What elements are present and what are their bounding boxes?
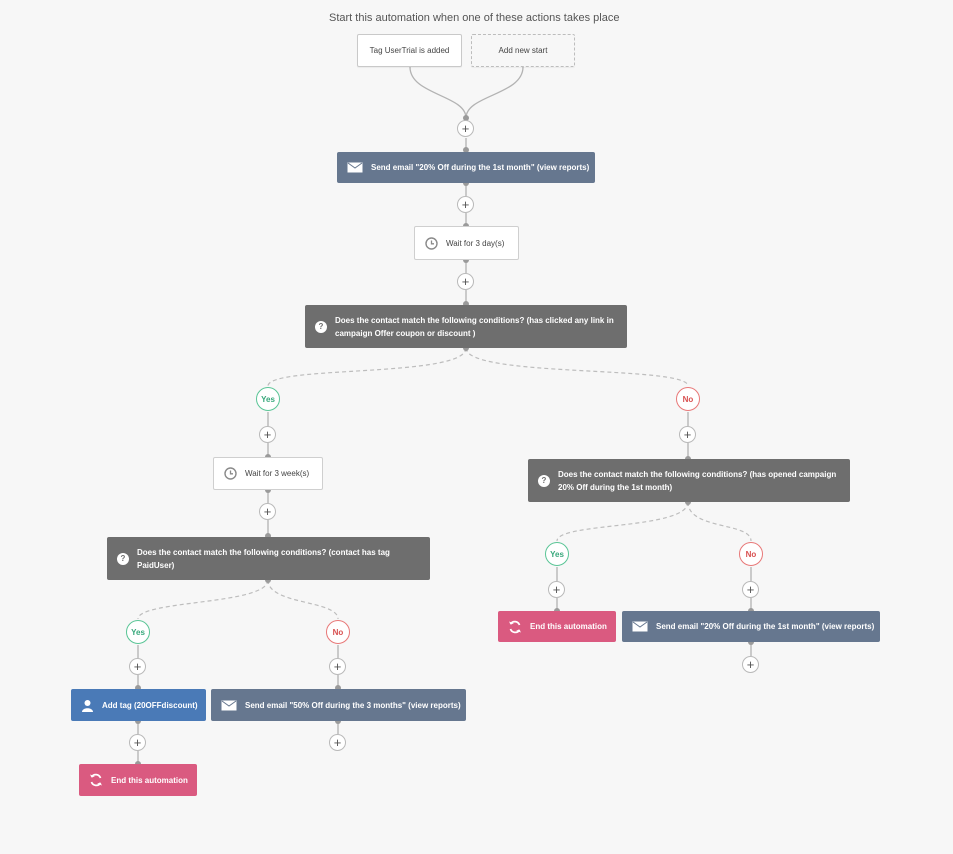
end-automation-label: End this automation <box>530 622 607 631</box>
add-new-start-button[interactable]: Add new start <box>471 34 575 67</box>
yes-branch-label: Yes <box>126 620 150 644</box>
clock-icon <box>425 236 438 250</box>
add-step-button[interactable]: + <box>329 658 346 675</box>
send-email-step[interactable]: Send email "20% Off during the 1st month… <box>337 152 595 183</box>
condition-step[interactable]: ? Does the contact match the following c… <box>107 537 430 580</box>
refresh-icon <box>89 773 103 787</box>
yes-branch-label: Yes <box>545 542 569 566</box>
envelope-icon <box>632 621 648 632</box>
add-step-button[interactable]: + <box>329 734 346 751</box>
add-step-button[interactable]: + <box>457 120 474 137</box>
no-branch-label: No <box>739 542 763 566</box>
end-automation-label: End this automation <box>111 775 188 785</box>
automation-start-heading: Start this automation when one of these … <box>329 12 620 24</box>
user-icon <box>81 699 94 712</box>
send-email-step[interactable]: Send email "50% Off during the 3 months"… <box>211 689 466 721</box>
add-step-button[interactable]: + <box>129 734 146 751</box>
wait-step[interactable]: Wait for 3 week(s) <box>213 457 323 490</box>
add-step-button[interactable]: + <box>742 581 759 598</box>
send-email-step[interactable]: Send email "20% Off during the 1st month… <box>622 611 880 642</box>
trigger-tag-usertrial[interactable]: Tag UserTrial is added <box>357 34 462 67</box>
condition-label: Does the contact match the following con… <box>137 547 390 570</box>
add-step-button[interactable]: + <box>457 196 474 213</box>
trigger-label: Tag UserTrial is added <box>369 46 450 55</box>
wait-label: Wait for 3 day(s) <box>446 238 505 248</box>
add-step-button[interactable]: + <box>129 658 146 675</box>
no-branch-label: No <box>676 387 700 411</box>
condition-label: Does the contact match the following con… <box>335 315 614 338</box>
clock-icon <box>224 467 237 480</box>
condition-step[interactable]: ? Does the contact match the following c… <box>528 459 850 502</box>
refresh-icon <box>508 620 522 634</box>
add-step-button[interactable]: + <box>679 426 696 443</box>
condition-step[interactable]: ? Does the contact match the following c… <box>305 305 627 348</box>
envelope-icon <box>347 162 363 173</box>
add-step-button[interactable]: + <box>259 426 276 443</box>
envelope-icon <box>221 700 237 711</box>
add-step-button[interactable]: + <box>259 503 276 520</box>
add-step-button[interactable]: + <box>548 581 565 598</box>
add-step-button[interactable]: + <box>457 273 474 290</box>
no-branch-label: No <box>326 620 350 644</box>
question-icon: ? <box>538 474 550 487</box>
wait-label: Wait for 3 week(s) <box>245 469 310 478</box>
add-new-start-label: Add new start <box>498 46 548 55</box>
wait-step[interactable]: Wait for 3 day(s) <box>414 226 519 260</box>
question-icon: ? <box>117 552 129 565</box>
add-step-button[interactable]: + <box>742 656 759 673</box>
question-icon: ? <box>315 320 327 333</box>
end-automation-step[interactable]: End this automation <box>498 611 616 642</box>
send-email-label: Send email "20% Off during the 1st month… <box>371 163 590 172</box>
condition-label: Does the contact match the following con… <box>558 469 837 492</box>
add-tag-label: Add tag (20OFFdiscount) <box>102 700 198 710</box>
add-tag-step[interactable]: Add tag (20OFFdiscount) <box>71 689 206 721</box>
send-email-label: Send email "20% Off during the 1st month… <box>656 622 875 631</box>
yes-branch-label: Yes <box>256 387 280 411</box>
end-automation-step[interactable]: End this automation <box>79 764 197 796</box>
send-email-label: Send email "50% Off during the 3 months"… <box>245 700 461 710</box>
